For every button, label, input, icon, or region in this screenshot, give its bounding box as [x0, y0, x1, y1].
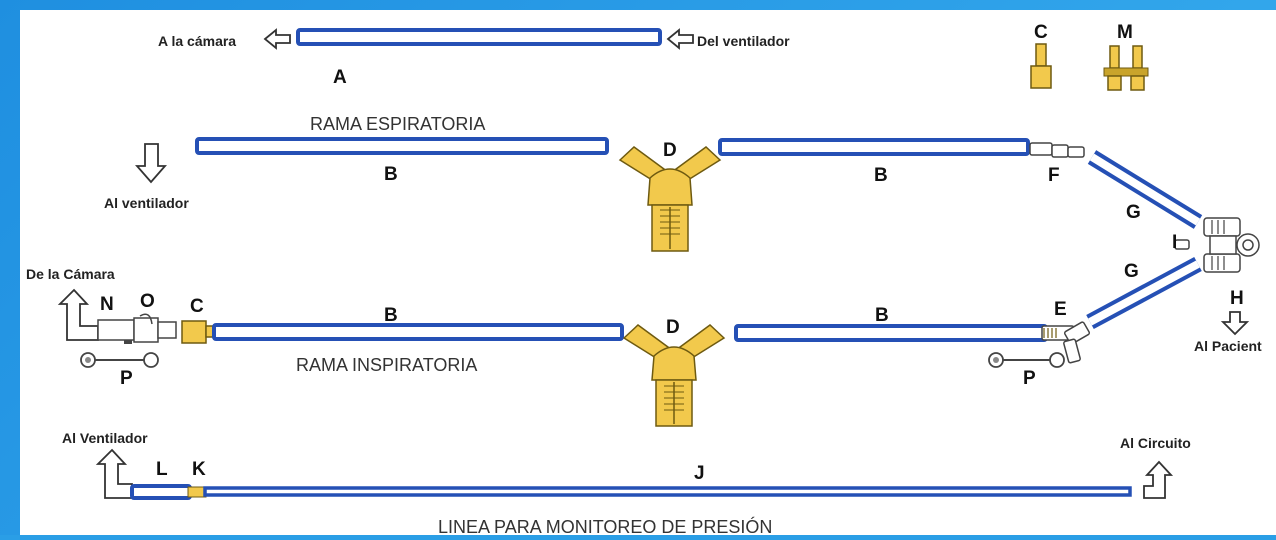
- adapter-n-o-icon: [97, 313, 177, 344]
- label-to-patient: Al Pacient: [1194, 338, 1262, 354]
- letter-g-bottom: G: [1124, 261, 1139, 282]
- label-to-ventilator-bottom: Al Ventilador: [62, 430, 148, 446]
- label-from-chamber: De la Cámara: [26, 266, 115, 282]
- adapter-f-icon: [1029, 142, 1085, 158]
- pressure-line-title: LINEA PARA MONITOREO DE PRESIÓN: [438, 516, 772, 535]
- arrow-up-icon: [57, 288, 99, 341]
- connector-m-icon: [1103, 45, 1149, 91]
- label-a-from-ventilator: Del ventilador: [697, 33, 790, 49]
- expiratory-title: RAMA ESPIRATORIA: [310, 114, 485, 134]
- letter-d-bottom: D: [666, 317, 680, 338]
- letter-g-top: G: [1126, 202, 1141, 223]
- letter-l: L: [156, 459, 168, 480]
- letter-k: K: [192, 459, 206, 480]
- y-connector-bottom-icon: [622, 324, 726, 427]
- arrow-left-icon: [263, 28, 291, 50]
- letter-d-top: D: [663, 140, 677, 161]
- probe-p-right-icon: [988, 352, 1065, 368]
- label-to-ventilator-top: Al ventilador: [104, 195, 189, 211]
- y-connector-top-icon: [618, 146, 722, 252]
- arrow-down-icon: [135, 143, 167, 184]
- tube-b-exp-right: [718, 138, 1030, 156]
- letter-b-exp-right: B: [874, 165, 888, 186]
- letter-n: N: [100, 294, 114, 315]
- tube-b-exp-left: [195, 137, 609, 155]
- letter-f: F: [1048, 165, 1060, 186]
- inspiratory-title: RAMA INSPIRATORIA: [296, 355, 477, 375]
- label-a-to-chamber: A la cámara: [158, 33, 236, 49]
- wye-piece-i-icon: [1174, 217, 1260, 273]
- probe-p-left-icon: [80, 352, 159, 368]
- letter-i: I: [1172, 232, 1177, 253]
- letter-h: H: [1230, 288, 1244, 309]
- label-to-circuit: Al Circuito: [1120, 435, 1191, 451]
- arrow-up-icon: [1143, 460, 1174, 499]
- letter-p-left: P: [120, 368, 133, 389]
- letter-a: A: [333, 67, 347, 88]
- letter-b-exp-left: B: [384, 164, 398, 185]
- letter-c-top: C: [1034, 22, 1048, 43]
- letter-c-left: C: [190, 296, 204, 317]
- tube-j: [203, 486, 1132, 497]
- ventilator-circuit-diagram: .tube { fill: #ffffff; stroke: #2550b5; …: [26, 22, 1262, 537]
- connector-c-icon: [1030, 43, 1052, 89]
- temperature-probe-port-e-icon: [1041, 321, 1091, 364]
- arrow-left-icon: [666, 28, 694, 50]
- letter-j: J: [694, 463, 705, 484]
- diagram-canvas: .tube { fill: #ffffff; stroke: #2550b5; …: [20, 10, 1276, 537]
- letter-m: M: [1117, 22, 1133, 43]
- letter-b-insp-left: B: [384, 305, 398, 326]
- arrow-down-icon: [1220, 311, 1250, 336]
- letter-e: E: [1054, 299, 1067, 320]
- arrow-up-icon: [95, 448, 133, 499]
- letter-p-right: P: [1023, 368, 1036, 389]
- tube-b-insp-right: [734, 324, 1048, 342]
- letter-b-insp-right: B: [875, 305, 889, 326]
- tube-l: [130, 484, 192, 500]
- letter-o: O: [140, 291, 155, 312]
- tube-b-insp-left: [212, 323, 624, 341]
- tube-a: [296, 28, 662, 46]
